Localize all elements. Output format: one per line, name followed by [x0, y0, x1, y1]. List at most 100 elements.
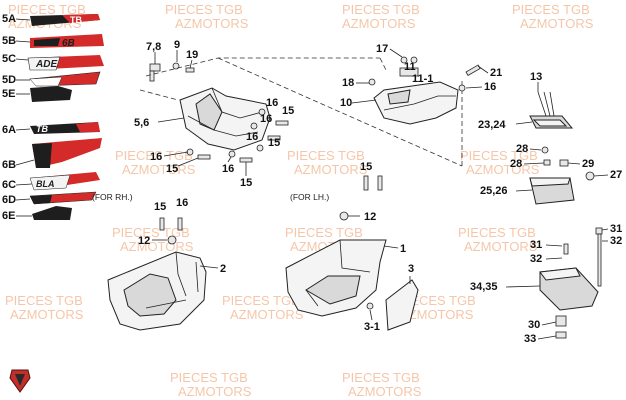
- watermark-text: PIECES TGB: [170, 370, 248, 385]
- footboard-rh-part-2: [107, 251, 207, 331]
- callout-15-d: 15: [240, 177, 252, 189]
- shield-logo-icon: [9, 369, 31, 393]
- callout-32-a: 32: [610, 235, 622, 247]
- top-panel-part-10: [373, 81, 459, 125]
- watermark-text: AZMOTORS: [520, 16, 594, 31]
- decal-5d: [29, 71, 101, 87]
- note-for-rh: (FOR RH.): [92, 192, 133, 202]
- part-2-fasteners: [159, 217, 183, 245]
- watermark-layer: PIECES TGB AZMOTORS PIECES TGB AZMOTORS …: [5, 2, 594, 399]
- callout-5-6: 5,6: [134, 117, 149, 129]
- callout-6b: 6B: [2, 159, 16, 171]
- callout-23-24: 23,24: [478, 119, 506, 131]
- callout-15-e: 15: [154, 201, 166, 213]
- decal-5e: [30, 86, 72, 102]
- watermark-text: PIECES TGB: [5, 293, 83, 308]
- callout-28-a: 28: [516, 143, 528, 155]
- watermark-text: AZMOTORS: [294, 162, 368, 177]
- callout-19: 19: [186, 49, 198, 61]
- callout-34-35: 34,35: [470, 281, 498, 293]
- callout-16-d: 16: [150, 151, 162, 163]
- watermark-text: AZMOTORS: [466, 162, 540, 177]
- callout-6c: 6C: [2, 179, 16, 191]
- decal-6a: TB: [30, 122, 100, 134]
- callout-3: 3: [408, 263, 414, 275]
- watermark-text: AZMOTORS: [122, 162, 196, 177]
- svg-text:TB: TB: [70, 15, 82, 25]
- decal-6b: [32, 138, 102, 168]
- bracket-fasteners: [555, 227, 603, 339]
- svg-text:TB: TB: [36, 124, 48, 134]
- watermark-text: PIECES TGB: [115, 148, 193, 163]
- watermark-text: AZMOTORS: [10, 307, 84, 322]
- watermark-text: AZMOTORS: [464, 239, 538, 254]
- callout-5d: 5D: [2, 74, 16, 86]
- callout-28-b: 28: [510, 158, 522, 170]
- callout-10: 10: [340, 97, 352, 109]
- callout-6a: 6A: [2, 124, 16, 136]
- watermark-text: AZMOTORS: [400, 307, 474, 322]
- part-5-6-fasteners: [149, 62, 289, 163]
- watermark-text: PIECES TGB: [398, 293, 476, 308]
- callout-2: 2: [220, 263, 226, 275]
- watermark-text: PIECES TGB: [458, 225, 536, 240]
- callout-27: 27: [610, 169, 622, 181]
- callouts-bracket: 31 32 31 32 34,35 30 33: [470, 223, 622, 345]
- watermark-text: PIECES TGB: [285, 225, 363, 240]
- callout-5a: 5A: [2, 13, 16, 25]
- watermark-text: PIECES TGB: [512, 2, 590, 17]
- callout-25-26: 25,26: [480, 185, 508, 197]
- decal-6e: [32, 206, 72, 220]
- callout-33: 33: [524, 333, 536, 345]
- watermark-text: PIECES TGB: [8, 2, 86, 17]
- callout-16-g: 16: [176, 197, 188, 209]
- watermark-text: PIECES TGB: [287, 148, 365, 163]
- callout-15-f: 15: [360, 161, 372, 173]
- callout-17: 17: [376, 43, 388, 55]
- watermark-text: AZMOTORS: [120, 239, 194, 254]
- callout-7-8: 7,8: [146, 41, 161, 53]
- callout-15-a: 15: [282, 105, 294, 117]
- callout-11: 11: [404, 61, 416, 73]
- callout-12-b: 12: [364, 211, 376, 223]
- callout-18: 18: [342, 77, 354, 89]
- callout-16-b: 16: [260, 113, 272, 125]
- callout-15-c: 15: [166, 163, 178, 175]
- svg-text:ADE: ADE: [35, 59, 57, 70]
- callout-16-f: 16: [484, 81, 496, 93]
- callout-16-e: 16: [222, 163, 234, 175]
- side-panel-part-3: [385, 279, 419, 331]
- callout-3-1: 3-1: [364, 321, 380, 333]
- callout-30: 30: [528, 319, 540, 331]
- assembly-dashed-lines: [139, 57, 463, 167]
- box-fasteners: [541, 146, 595, 181]
- watermark-text: PIECES TGB: [342, 370, 420, 385]
- callout-31-a: 31: [610, 223, 622, 235]
- callouts-right-box: 13 23,24 28 28 29 27 25,26: [478, 71, 622, 197]
- callout-13: 13: [530, 71, 542, 83]
- watermark-text: AZMOTORS: [342, 16, 416, 31]
- watermark-text: AZMOTORS: [178, 384, 252, 399]
- watermark-text: AZMOTORS: [230, 307, 304, 322]
- callout-9: 9: [174, 39, 180, 51]
- watermark-text: PIECES TGB: [460, 148, 538, 163]
- callout-31-b: 31: [530, 239, 542, 251]
- decal-callouts: 5A 5B 5C 5D 5E 6A 6B 6C 6D 6E: [2, 13, 35, 222]
- watermark-text: AZMOTORS: [348, 384, 422, 399]
- callout-12-a: 12: [138, 235, 150, 247]
- callout-16-c: 16: [246, 131, 258, 143]
- decal-5b: 6B: [30, 34, 104, 49]
- decal-5a: TB: [30, 14, 100, 26]
- callouts-footboard-rh: 15 16 12 2: [138, 197, 226, 275]
- callout-11-1: 11-1: [412, 73, 433, 85]
- callout-1: 1: [400, 243, 406, 255]
- callouts-top-center: 17 11 11-1 18 10 21 16: [340, 43, 502, 109]
- callout-6e: 6E: [2, 210, 15, 222]
- decal-5c: ADE: [27, 55, 104, 71]
- callout-29: 29: [582, 158, 594, 170]
- part-10-fasteners: [368, 56, 481, 92]
- callout-15-b: 15: [268, 137, 280, 149]
- lid-part-23-24: [529, 91, 574, 129]
- watermark-text: PIECES TGB: [165, 2, 243, 17]
- watermark-text: AZMOTORS: [175, 16, 249, 31]
